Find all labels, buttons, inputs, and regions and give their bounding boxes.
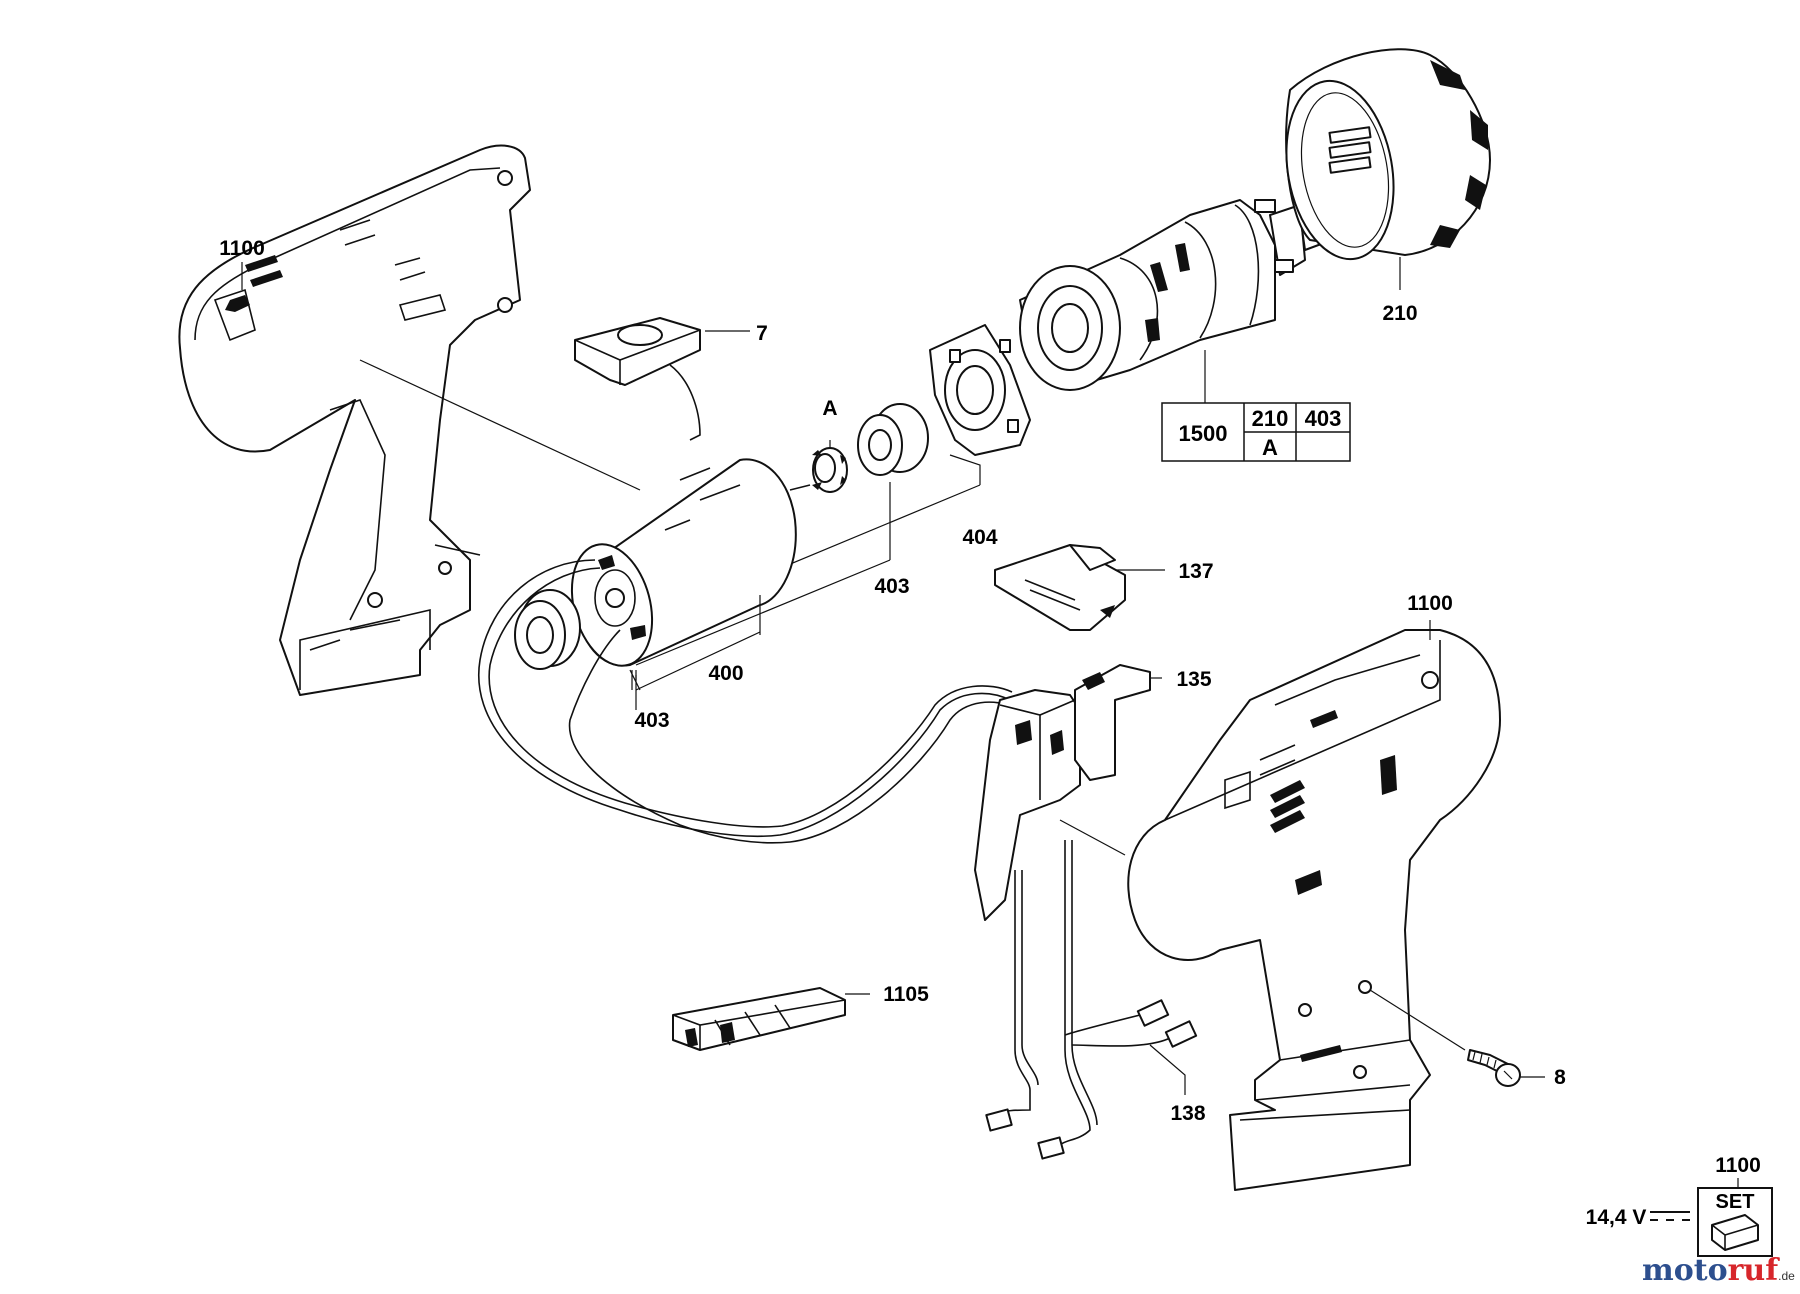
wire-connectors: [985, 999, 1198, 1160]
label-housing-left: 1100: [219, 237, 265, 260]
label-housing-right: 1100: [1407, 592, 1453, 615]
brand-logo: motoruf.de: [1642, 1253, 1795, 1288]
label-switch: 135: [1176, 668, 1211, 691]
gearbox-table: 1500 210 403 A: [1161, 402, 1351, 462]
label-wires: 138: [1170, 1102, 1205, 1125]
table-cell-403: 403: [1305, 406, 1342, 431]
label-motor: 400: [708, 662, 743, 685]
label-reverse-slide: 137: [1178, 560, 1213, 583]
set-number: 1100: [1715, 1154, 1761, 1177]
chuck-cap: [1285, 48, 1491, 290]
label-screw: 8: [1554, 1066, 1566, 1089]
label-ring-top: 403: [874, 575, 909, 598]
part-labels: 1100 7 A 403 404 210 137 1100 135 400 40…: [219, 237, 1566, 1125]
label-chuck-cap: 210: [1382, 302, 1417, 325]
bearing-ring-top: [857, 403, 929, 560]
switch-lead-wires: [985, 840, 1198, 1160]
set-text: SET: [1716, 1191, 1755, 1213]
label-leaders: [631, 559, 891, 710]
screw: [1369, 989, 1545, 1087]
table-cell-210: 210: [1252, 406, 1289, 431]
selector-switch: [574, 317, 750, 441]
label-pinion: A: [822, 397, 837, 420]
bearing-ring-bottom: [514, 589, 581, 670]
trigger-switch: [974, 664, 1162, 921]
label-clip: 1105: [883, 983, 929, 1006]
table-main-number: 1500: [1179, 421, 1228, 446]
motor-wires: [478, 559, 1016, 844]
motor: [570, 458, 811, 691]
adapter-plate: [631, 324, 1031, 631]
left-housing-half: [178, 144, 641, 696]
set-symbol: 1100 SET 14,4 V: [1586, 1154, 1773, 1257]
gearbox-assembly: [1019, 194, 1381, 410]
voltage-label: 14,4 V: [1586, 1206, 1647, 1229]
right-housing-half: [1127, 620, 1501, 1191]
dc-symbol: [1650, 1211, 1690, 1221]
battery-clip: [672, 987, 870, 1051]
label-plate: 404: [962, 526, 997, 549]
label-ring-bottom: 403: [634, 709, 669, 732]
brand-watermark: motoruf.de: [1642, 1253, 1795, 1288]
label-selector: 7: [756, 322, 768, 345]
reverse-slide: [994, 544, 1165, 631]
table-cell-a: A: [1262, 435, 1278, 460]
pinion-gear: [812, 440, 848, 493]
